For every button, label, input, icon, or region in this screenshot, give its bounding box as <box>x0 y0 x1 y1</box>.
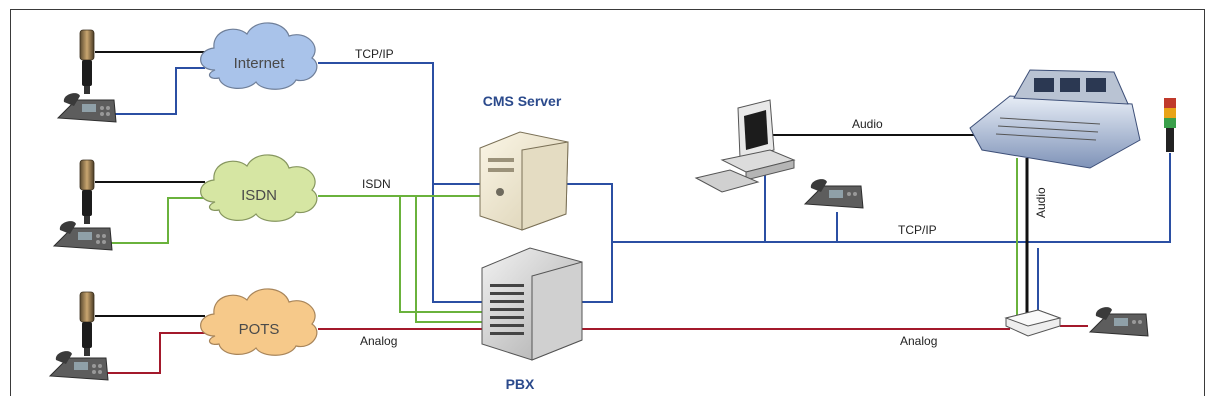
audio-horizontal-label: Audio <box>852 117 883 131</box>
pbx-title: PBX <box>506 376 535 392</box>
phone-isdn-line <box>108 197 205 244</box>
phone-internet-line <box>112 67 205 115</box>
microphone-icon <box>79 29 95 94</box>
telephone-hybrid-icon <box>1004 309 1062 337</box>
cms-server-icon <box>479 131 569 231</box>
cloud-internet-label: Internet <box>234 55 286 72</box>
tcpip-right-label: TCP/IP <box>898 223 937 237</box>
isdn-link-label: ISDN <box>362 177 391 191</box>
pbx-icon <box>481 247 583 361</box>
isdn-pbx-line-2 <box>415 196 482 323</box>
signal-tower-light-icon <box>1164 98 1176 152</box>
microphone-icon <box>79 159 95 224</box>
computer-icon <box>694 99 796 193</box>
cms-server-title: CMS Server <box>483 93 562 109</box>
telephone-icon <box>1088 307 1149 337</box>
internet-tcpip-line <box>318 62 480 185</box>
cloud-internet: Internet <box>200 22 318 90</box>
telephone-icon <box>48 351 109 381</box>
analog-right-label: Analog <box>900 334 937 348</box>
cloud-isdn: ISDN <box>200 154 318 222</box>
telephone-icon <box>56 93 117 123</box>
telephone-icon <box>52 221 113 251</box>
mixing-console-icon <box>969 69 1141 169</box>
telephone-icon <box>803 179 864 209</box>
cloud-isdn-label: ISDN <box>241 187 277 204</box>
audio-vertical-label: Audio <box>1034 187 1048 218</box>
internet-pbx-line <box>432 184 482 303</box>
tcpip-top-label: TCP/IP <box>355 47 394 61</box>
isdn-pbx-line-1 <box>399 196 482 313</box>
diagram-frame <box>10 9 1205 396</box>
cloud-pots-label: POTS <box>239 321 280 338</box>
phone-pots-line <box>104 332 205 374</box>
analog-left-label: Analog <box>360 334 397 348</box>
microphone-icon <box>79 291 95 356</box>
tcpip-backbone <box>612 153 1171 243</box>
connection-lines <box>95 51 1171 374</box>
cloud-pots: POTS <box>200 288 318 356</box>
